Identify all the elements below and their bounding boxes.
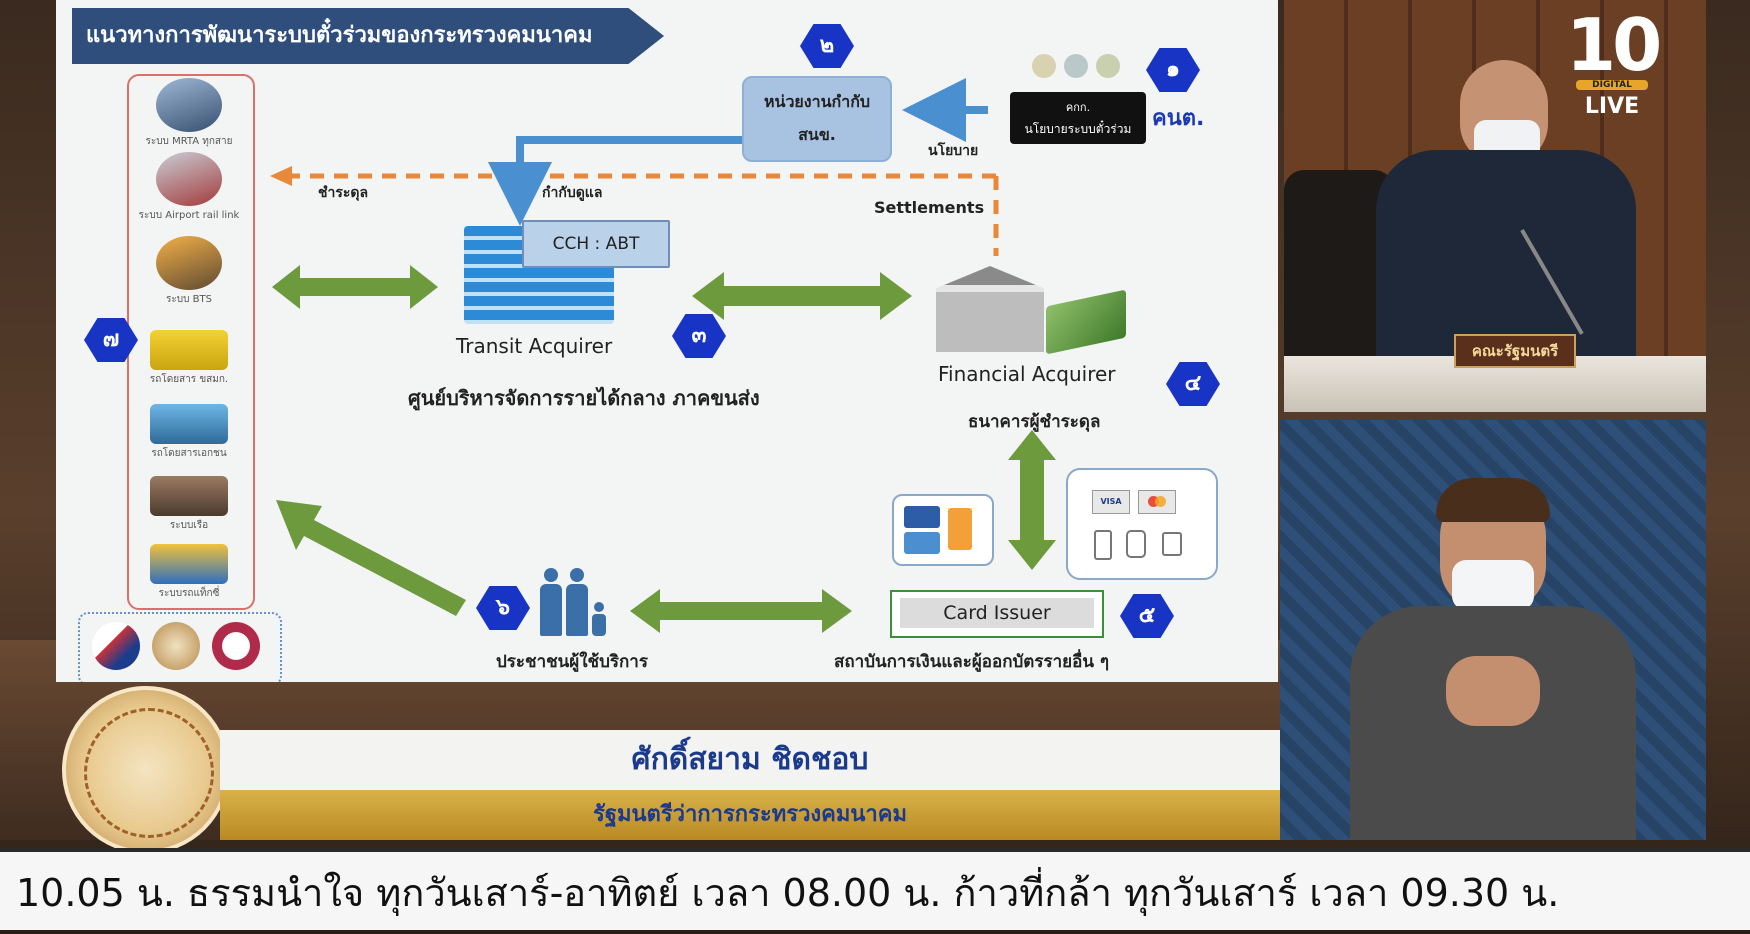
mode-label: ระบบ BTS (166, 294, 212, 305)
mode-label: ระบบรถแท็กซี่ (158, 588, 220, 599)
step-7-marker: ๗ (84, 318, 138, 362)
mode-airport-rail-link: ระบบ Airport rail link (136, 152, 242, 223)
financial-acquirer-en: Financial Acquirer (938, 362, 1116, 386)
transit-acquirer-th: ศูนย์บริหารจัดการรายได้กลาง ภาคขนส่ง (408, 386, 760, 410)
settlements-label: Settlements (874, 198, 985, 217)
mode-label: ระบบ MRTA ทุกสาย (145, 136, 233, 147)
transit-acquirer-en: Transit Acquirer (456, 334, 613, 358)
srt-logo (92, 622, 140, 670)
mode-label: ระบบเรือ (169, 520, 209, 531)
interpreter-hair (1436, 478, 1550, 522)
policy-label: นโยบาย (928, 143, 979, 159)
regulator-label-1: หน่วยงานกำกับ (763, 92, 871, 111)
transit-agency-logo (212, 622, 260, 670)
committee-board: คกก. นโยบายระบบตั๋วร่วม (1010, 92, 1146, 144)
regulator-box: หน่วยงานกำกับ สนข. (742, 76, 892, 162)
financial-acquirer-th: ธนาคารผู้ชำระดุล (968, 412, 1101, 432)
channel-sub: DIGITAL (1576, 80, 1648, 90)
diagram-arrows (270, 78, 1056, 633)
card-icon (904, 506, 940, 528)
channel-number: 10 (1566, 3, 1662, 87)
mode-mrta: ระบบ MRTA ทุกสาย (136, 78, 242, 149)
speaker-name: ศักดิ์สยาม ชิดชอบ (220, 730, 1280, 790)
mode-private-bus: รถโดยสารเอกชน (136, 404, 242, 461)
blue-bus-image (150, 404, 228, 444)
live-badge: LIVE (1584, 94, 1640, 119)
step-4-marker: ๔ (1166, 362, 1220, 406)
mode-bmta-bus: รถโดยสาร ขสมก. (136, 330, 242, 387)
boat-image (150, 476, 228, 516)
phone-icon (1094, 530, 1112, 560)
sign-language-interpreter-feed (1280, 420, 1706, 840)
card-icon (904, 532, 940, 554)
family-icon (538, 566, 612, 640)
mode-bts: ระบบ BTS (136, 236, 242, 307)
face-mask (1452, 560, 1534, 610)
ministry-seal-logo (152, 622, 200, 670)
step-2-marker: ๒ (800, 24, 854, 68)
mode-taxi: ระบบรถแท็กซี่ (136, 544, 242, 601)
bts-train-image (156, 236, 222, 290)
news-ticker: 10.05 น. ธรรมนำใจ ทุกวันเสาร์-อาทิตย์ เว… (0, 848, 1750, 930)
card-icon (948, 508, 972, 550)
speaker-camera-feed: คณะรัฐมนตรี (1284, 0, 1706, 412)
card-issuer-th: สถาบันการเงินและผู้ออกบัตรรายอื่น ๆ (834, 652, 1109, 672)
committee-label-1: คกก. (1065, 101, 1091, 114)
presentation-slide: แนวทางการพัฒนาระบบตั๋วร่วมของกระทรวงคมนา… (56, 0, 1278, 682)
agency-logos-panel (78, 612, 282, 682)
committee-label-2: นโยบายระบบตั๋วร่วม (1024, 122, 1132, 136)
speaker-position: รัฐมนตรีว่าการกระทรวงคมนาคม (220, 790, 1280, 840)
mode-boat: ระบบเรือ (136, 476, 242, 533)
visa-card-icon: VISA (1092, 490, 1130, 514)
step-3-marker: ๓ (672, 314, 726, 358)
regulator-label-2: สนข. (798, 125, 836, 144)
card-issuer-box: Card Issuer (890, 590, 1104, 638)
supervise-label: กำกับดูแล (542, 185, 603, 201)
mastercard-icon (1138, 490, 1176, 514)
mode-label: รถโดยสารเอกชน (151, 448, 227, 459)
channel-logo: 10 DIGITAL LIVE (1566, 3, 1662, 119)
watch-icon (1126, 530, 1146, 558)
yellow-bus-image (150, 330, 228, 370)
nameplate: คณะรัฐมนตรี (1454, 334, 1576, 368)
airport-rail-image (156, 152, 222, 206)
interpreter-hands (1446, 656, 1540, 726)
slide-title: แนวทางการพัฒนาระบบตั๋วร่วมของกระทรวงคมนา… (72, 8, 664, 64)
users-label: ประชาชนผู้ใช้บริการ (496, 652, 648, 672)
committee-org: คนต. (1152, 106, 1205, 131)
payment-devices-box: VISA (1066, 468, 1218, 580)
transit-cards-box (892, 494, 994, 566)
ministry-seal (62, 686, 230, 854)
cch-box: CCH : ABT (522, 220, 670, 268)
mode-label: รถโดยสาร ขสมก. (149, 374, 229, 385)
card-chip-icon (1162, 532, 1182, 556)
mode-label: ระบบ Airport rail link (138, 210, 240, 221)
taxi-image (150, 544, 228, 584)
settle-label: ชำระดุล (318, 185, 369, 201)
chair-image (1284, 170, 1394, 370)
cch-label: CCH : ABT (552, 234, 640, 254)
card-issuer-label: Card Issuer (900, 598, 1094, 628)
mrta-train-image (156, 78, 222, 132)
committee-icon (1024, 54, 1128, 100)
